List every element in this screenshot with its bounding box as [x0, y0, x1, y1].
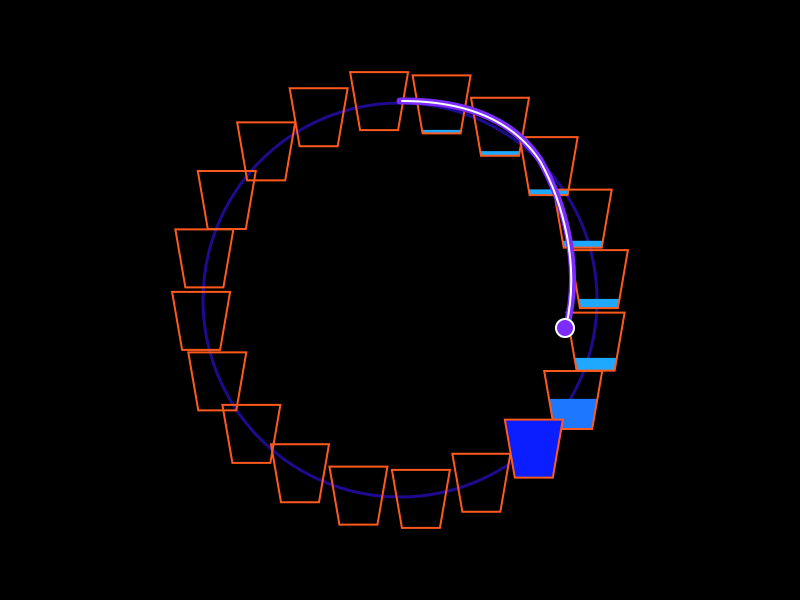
cup-outline	[288, 87, 349, 148]
cup	[411, 74, 472, 135]
cup	[187, 351, 248, 412]
cup-outline	[543, 370, 604, 430]
cup	[568, 249, 630, 310]
cup-outline	[170, 290, 232, 351]
cup-outline	[503, 418, 565, 479]
cup-outline	[196, 170, 257, 230]
cup	[565, 311, 626, 372]
cup	[221, 403, 282, 464]
cup	[196, 170, 257, 230]
cup	[288, 87, 349, 148]
cup	[390, 468, 452, 529]
cup-outline	[221, 403, 282, 464]
cup-outline	[518, 136, 579, 197]
cup	[503, 418, 565, 479]
cup	[235, 121, 297, 182]
cup	[451, 452, 512, 513]
cup-outline	[411, 74, 472, 135]
cup-outline	[269, 443, 331, 504]
cup	[328, 465, 389, 526]
water-stream	[396, 97, 576, 332]
cup-outline	[328, 465, 389, 526]
cup	[170, 290, 232, 351]
cup-water	[504, 419, 563, 478]
cup-outline	[235, 121, 297, 182]
cup-water	[574, 357, 617, 371]
player-ball-icon[interactable]	[555, 318, 575, 338]
cup-outline	[187, 351, 248, 412]
cup-water	[480, 151, 520, 156]
cup-outline	[451, 452, 512, 513]
cup-outline	[390, 468, 452, 529]
cup-outline	[565, 311, 626, 372]
cup-outline	[348, 71, 410, 132]
cup-outline	[568, 249, 630, 310]
cup	[348, 71, 410, 132]
cup-outline	[552, 188, 613, 249]
cups-group	[170, 71, 630, 529]
cup	[269, 443, 331, 504]
cup-outline	[469, 96, 531, 157]
cup-water	[578, 298, 620, 309]
cup	[469, 96, 531, 157]
